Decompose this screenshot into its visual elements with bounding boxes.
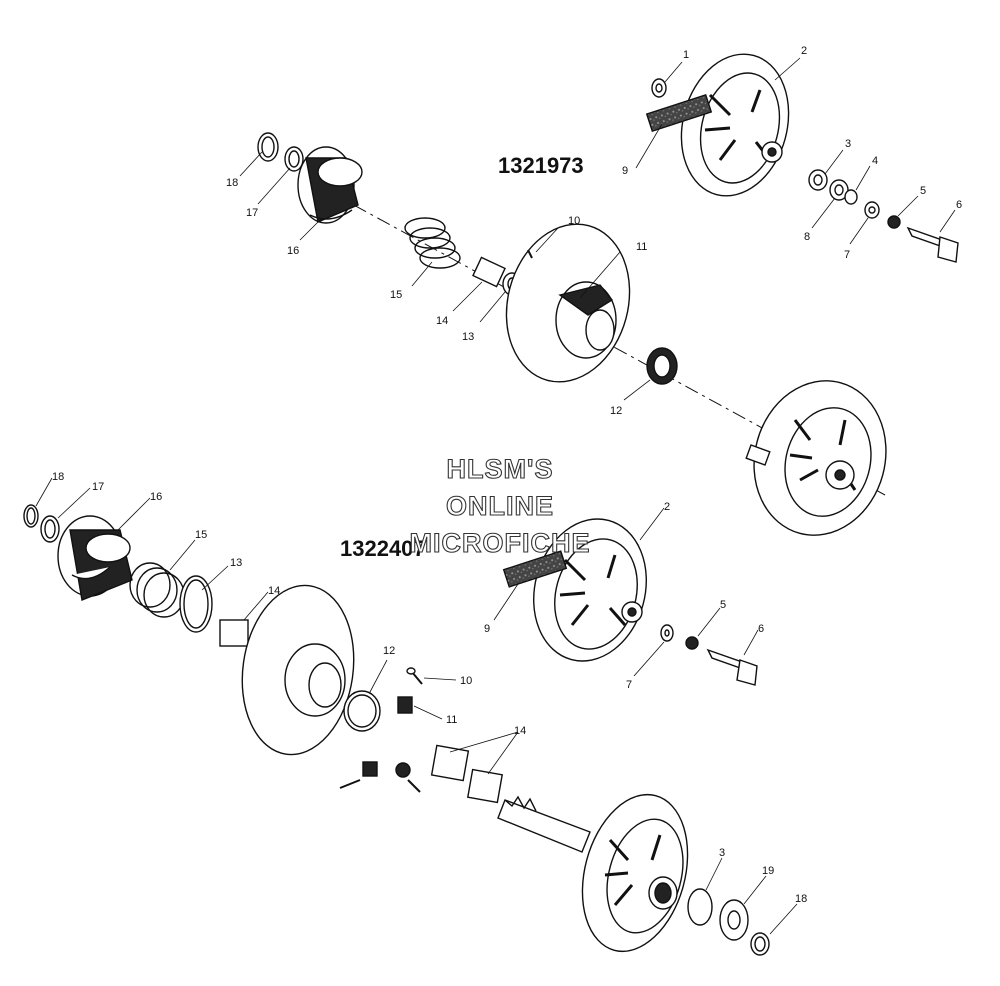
callout-top-6: 6 (956, 199, 962, 211)
screw-10-bottom (406, 667, 423, 685)
callout-top-4: 4 (872, 155, 878, 167)
top-assembly (257, 53, 959, 536)
fixed-sheave-bottom (581, 793, 689, 953)
callout-bottom-2: 2 (664, 501, 670, 513)
callout-bottom-18b: 18 (795, 893, 807, 905)
callout-top-5: 5 (920, 185, 926, 197)
bottom-leader-lines (35, 477, 798, 935)
button-9-bottom (502, 550, 568, 588)
snap-ring-18 (257, 132, 279, 162)
callout-bottom-19: 19 (762, 865, 774, 877)
fixed-sheave (745, 380, 887, 536)
lock-washer-5 (887, 215, 901, 229)
callout-bottom-12: 12 (383, 645, 395, 657)
callout-top-9: 9 (622, 165, 628, 177)
callout-bottom-9: 9 (484, 623, 490, 635)
bolt-6-bottom (706, 648, 758, 686)
callout-top-16: 16 (287, 245, 299, 257)
spring-15 (404, 217, 461, 269)
callout-bottom-3: 3 (719, 847, 725, 859)
callout-top-7: 7 (844, 249, 850, 261)
small-parts-bottom (339, 761, 421, 793)
washer-7-bottom (660, 624, 674, 642)
ring-13-bottom (179, 575, 213, 633)
moveable-sheave-11 (505, 223, 631, 383)
callout-top-14: 14 (436, 315, 448, 327)
spring-15-bottom (129, 562, 185, 618)
callout-top-13: 13 (462, 331, 474, 343)
roller-11-bottom (397, 696, 413, 714)
washer-8 (829, 179, 849, 201)
callout-top-2: 2 (801, 45, 807, 57)
spider-assembly-2 (680, 53, 790, 197)
washer-1 (651, 78, 667, 98)
assembly-number-bottom: 1322407 (340, 536, 426, 561)
bushing-14 (472, 256, 506, 288)
callout-bottom-16: 16 (150, 491, 162, 503)
lock-washer-5-bottom (685, 636, 699, 650)
washer-3-bottom (687, 888, 713, 926)
watermark-line-1: HLSM'S (447, 454, 554, 484)
callout-top-17: 17 (246, 207, 258, 219)
callout-top-1: 1 (683, 49, 689, 61)
callout-bottom-15: 15 (195, 529, 207, 541)
helix-16-bottom (57, 515, 133, 601)
callout-bottom-5: 5 (720, 599, 726, 611)
callout-bottom-18: 18 (52, 471, 64, 483)
watermark-line-3: MICROFICHE (410, 528, 591, 558)
washer-7 (864, 201, 880, 219)
bottom-assembly (23, 504, 770, 956)
callout-top-8: 8 (804, 231, 810, 243)
bushings-14-bottom (430, 744, 504, 804)
watermark-line-2: ONLINE (446, 491, 554, 521)
bolt-6 (906, 226, 959, 263)
washer-17 (284, 146, 304, 172)
top-callouts: 1 2 3 4 5 6 7 8 9 10 11 12 13 14 15 16 1… (226, 45, 962, 417)
callout-top-10: 10 (568, 215, 580, 227)
shaft-bottom (497, 795, 591, 853)
moveable-sheave-bottom (241, 584, 355, 756)
washer-4 (844, 189, 858, 205)
washer-17-bottom (40, 515, 60, 543)
callout-bottom-13: 13 (230, 557, 242, 569)
snap-ring-18-end (750, 932, 770, 956)
callout-top-15: 15 (390, 289, 402, 301)
bottom-callouts: 18 17 16 15 13 14 12 10 11 2 5 6 9 7 14 … (52, 471, 807, 905)
snap-ring-18-bottom (23, 504, 39, 528)
callout-top-12: 12 (610, 405, 622, 417)
callout-bottom-17: 17 (92, 481, 104, 493)
callout-bottom-14b: 14 (514, 725, 526, 737)
plate-19-bottom (719, 899, 749, 941)
helix-16 (297, 146, 363, 224)
callout-bottom-14: 14 (268, 585, 280, 597)
callout-bottom-11: 11 (446, 714, 457, 726)
callout-bottom-6: 6 (758, 623, 764, 635)
callout-top-11: 11 (636, 241, 647, 253)
callout-top-18: 18 (226, 177, 238, 189)
bushing-14-bottom (219, 619, 249, 647)
assembly-number-top: 1321973 (498, 153, 584, 178)
ring-12-bottom (343, 690, 381, 732)
callout-bottom-10: 10 (460, 675, 472, 687)
bushing-12 (646, 347, 678, 385)
callout-top-3: 3 (845, 138, 851, 150)
washer-3 (808, 169, 828, 191)
callout-bottom-7: 7 (626, 679, 632, 691)
button-9 (645, 93, 713, 133)
top-leader-lines (239, 57, 956, 401)
